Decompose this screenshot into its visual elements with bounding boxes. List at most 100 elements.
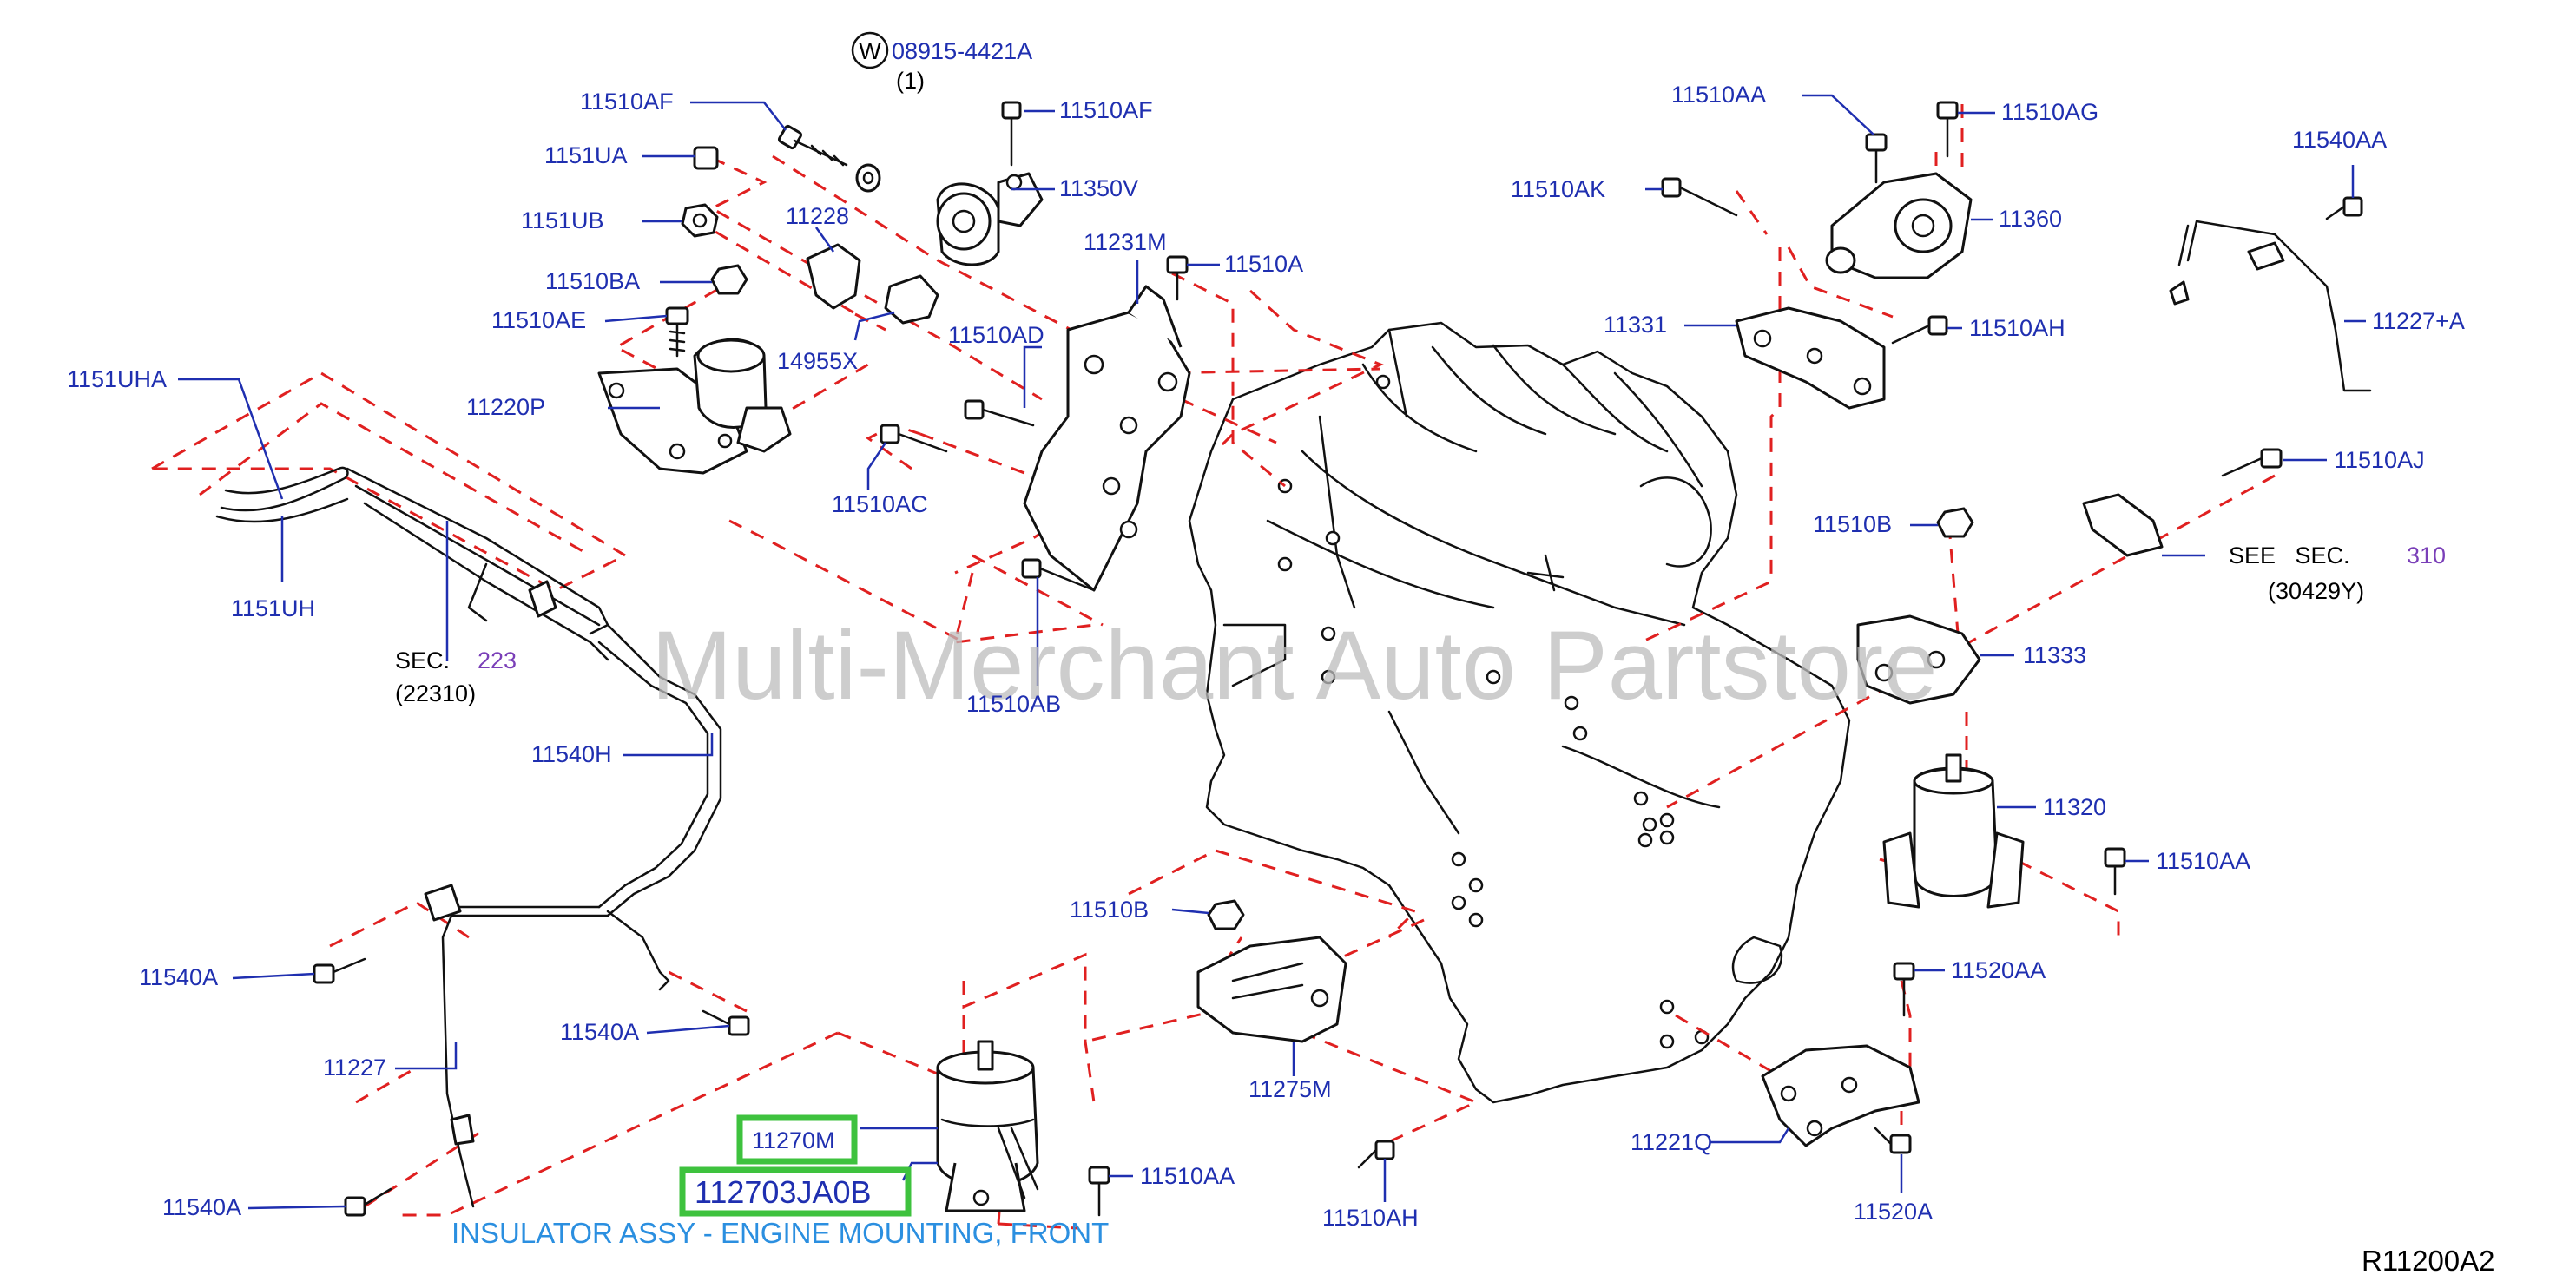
rod-11227A <box>2169 220 2372 392</box>
nut-11510B-bottom <box>1207 899 1245 930</box>
label-1151UHA[interactable]: 1151UHA <box>67 366 167 392</box>
label-11270M[interactable]: 11270M <box>752 1127 835 1153</box>
label-11227A[interactable]: 11227+A <box>2372 308 2465 334</box>
label-11333[interactable]: 11333 <box>2023 642 2086 668</box>
section-310-label: SEE SEC. <box>2229 542 2350 568</box>
bolt-11510AH-top <box>1891 315 1948 345</box>
label-11510B-top[interactable]: 11510B <box>1813 511 1892 537</box>
section-ref-223: SEC. 223 (22310) <box>395 647 517 706</box>
label-11331[interactable]: 11331 <box>1604 312 1667 338</box>
section-310-number[interactable]: 310 <box>2407 542 2446 568</box>
label-11510A[interactable]: 11510A <box>1224 251 1303 277</box>
washer-symbol-circle <box>851 31 889 69</box>
label-11275M[interactable]: 11275M <box>1248 1076 1332 1102</box>
label-11228[interactable]: 11228 <box>786 203 849 229</box>
bolt-11540A-1 <box>313 957 366 984</box>
highlight-112703JA0B[interactable]: 112703JA0B <box>679 1166 912 1217</box>
bracket-11331 <box>1735 306 1886 410</box>
part-14955X <box>884 274 939 325</box>
label-11510AE[interactable]: 11510AE <box>491 307 586 333</box>
label-11510AA-mid[interactable]: 11510AA <box>2156 848 2250 874</box>
highlight-box-11270M <box>736 1114 858 1165</box>
label-11520A[interactable]: 11520A <box>1854 1199 1933 1225</box>
leader-lines <box>178 94 2366 1210</box>
section-223-number[interactable]: 223 <box>478 647 517 674</box>
section-310-sub: (30429Y) <box>2268 578 2364 604</box>
bolt-11510AF-right <box>1001 101 1022 167</box>
label-1151UH[interactable]: 1151UH <box>231 595 315 621</box>
label-11540A-1[interactable]: 11540A <box>139 964 218 990</box>
label-11221Q[interactable]: 11221Q <box>1631 1129 1712 1155</box>
bolt-11520A <box>1874 1127 1912 1154</box>
section-223-label: SEC. <box>395 647 450 674</box>
mount-11270M[interactable] <box>936 1040 1039 1212</box>
label-11540A-2[interactable]: 11540A <box>560 1019 639 1045</box>
bolt-11510AK <box>1661 177 1738 217</box>
label-11220P[interactable]: 11220P <box>466 394 545 420</box>
label-11350V[interactable]: 11350V <box>1059 175 1138 201</box>
bolt-11510AC <box>880 424 948 453</box>
nut-11510BA <box>710 264 748 295</box>
mount-11360 <box>1825 172 1973 279</box>
bolt-11540AA <box>2325 196 2363 220</box>
bolt-11510AA-bottom <box>1088 1166 1110 1217</box>
part-caption: INSULATOR ASSY - ENGINE MOUNTING, FRONT <box>451 1217 1109 1249</box>
bolt-11510AH-bottom <box>1357 1140 1395 1169</box>
label-11520AA[interactable]: 11520AA <box>1951 957 2046 983</box>
section-223-sub: (22310) <box>395 680 476 706</box>
bolt-11540A-3 <box>344 1187 392 1217</box>
washer-qty: (1) <box>896 68 925 94</box>
label-11510AB[interactable]: 11510AB <box>966 691 1061 717</box>
washer-symbol: W <box>859 38 881 64</box>
mount-11350V <box>936 172 1044 266</box>
bracket-11220P <box>597 338 792 475</box>
label-11540H[interactable]: 11540H <box>531 741 612 767</box>
label-11510AA-bottom[interactable]: 11510AA <box>1140 1163 1235 1189</box>
highlight-box-112703JA0B <box>679 1166 912 1217</box>
pipe-assembly-11540H <box>346 467 722 1208</box>
bolt-11510AJ <box>2221 448 2283 477</box>
label-11320[interactable]: 11320 <box>2043 794 2106 820</box>
label-11510AC[interactable]: 11510AC <box>832 491 928 517</box>
washer-callout: W 08915-4421A (1) <box>851 31 1032 94</box>
mount-11320 <box>1882 753 2025 909</box>
label-11540AA[interactable]: 11540AA <box>2292 127 2387 153</box>
reference-code: R11200A2 <box>2362 1245 2495 1277</box>
label-11510AF-top[interactable]: 11510AF <box>580 89 674 115</box>
label-11510AD[interactable]: 11510AD <box>948 322 1044 348</box>
label-11231M[interactable]: 11231M <box>1084 229 1167 255</box>
label-14955X[interactable]: 14955X <box>777 348 858 374</box>
bolt-11510AA-top <box>1865 133 1888 184</box>
label-11360[interactable]: 11360 <box>1999 206 2062 232</box>
engine-block <box>1188 321 1851 1104</box>
bolt-11510AD <box>964 399 1035 427</box>
part-labels: 11510AF 1151UA 1151UB 11228 11510BA 1151… <box>67 82 2465 1231</box>
bracket-11231M <box>1023 285 1191 592</box>
label-1151UA[interactable]: 1151UA <box>544 142 628 168</box>
label-11510AA-top[interactable]: 11510AA <box>1671 82 1766 108</box>
highlight-11270M[interactable]: 11270M <box>736 1114 858 1165</box>
nut-1151UA <box>693 146 719 170</box>
label-11510AF-right[interactable]: 11510AF <box>1059 97 1153 123</box>
label-11540A-3[interactable]: 11540A <box>162 1194 241 1220</box>
watermark: Multi-Merchant Auto Partstore <box>651 611 1937 720</box>
label-11510AJ[interactable]: 11510AJ <box>2334 447 2425 473</box>
bolt-11520AA <box>1893 962 1915 1017</box>
label-11510AK[interactable]: 11510AK <box>1511 176 1605 202</box>
bracket-11333 <box>1856 614 1981 705</box>
bolt-11510AA-mid <box>2104 847 2126 896</box>
label-08915-4421A[interactable]: 08915-4421A <box>892 38 1032 64</box>
bolt-11510AB <box>1021 558 1096 592</box>
label-1151UB[interactable]: 1151UB <box>521 207 604 233</box>
label-11510BA[interactable]: 11510BA <box>545 268 640 294</box>
label-11227[interactable]: 11227 <box>323 1055 386 1081</box>
label-11510AH-bottom[interactable]: 11510AH <box>1322 1205 1419 1231</box>
label-11510AG[interactable]: 11510AG <box>2001 99 2098 125</box>
label-112703JA0B[interactable]: 112703JA0B <box>695 1174 872 1210</box>
section-ref-310: SEE SEC. 310 (30429Y) <box>2229 542 2446 604</box>
label-11510AH-top[interactable]: 11510AH <box>1969 315 2065 341</box>
label-11510B-bottom[interactable]: 11510B <box>1070 897 1149 923</box>
bracket-11228 <box>806 243 861 310</box>
hose-1151UH <box>215 466 349 523</box>
